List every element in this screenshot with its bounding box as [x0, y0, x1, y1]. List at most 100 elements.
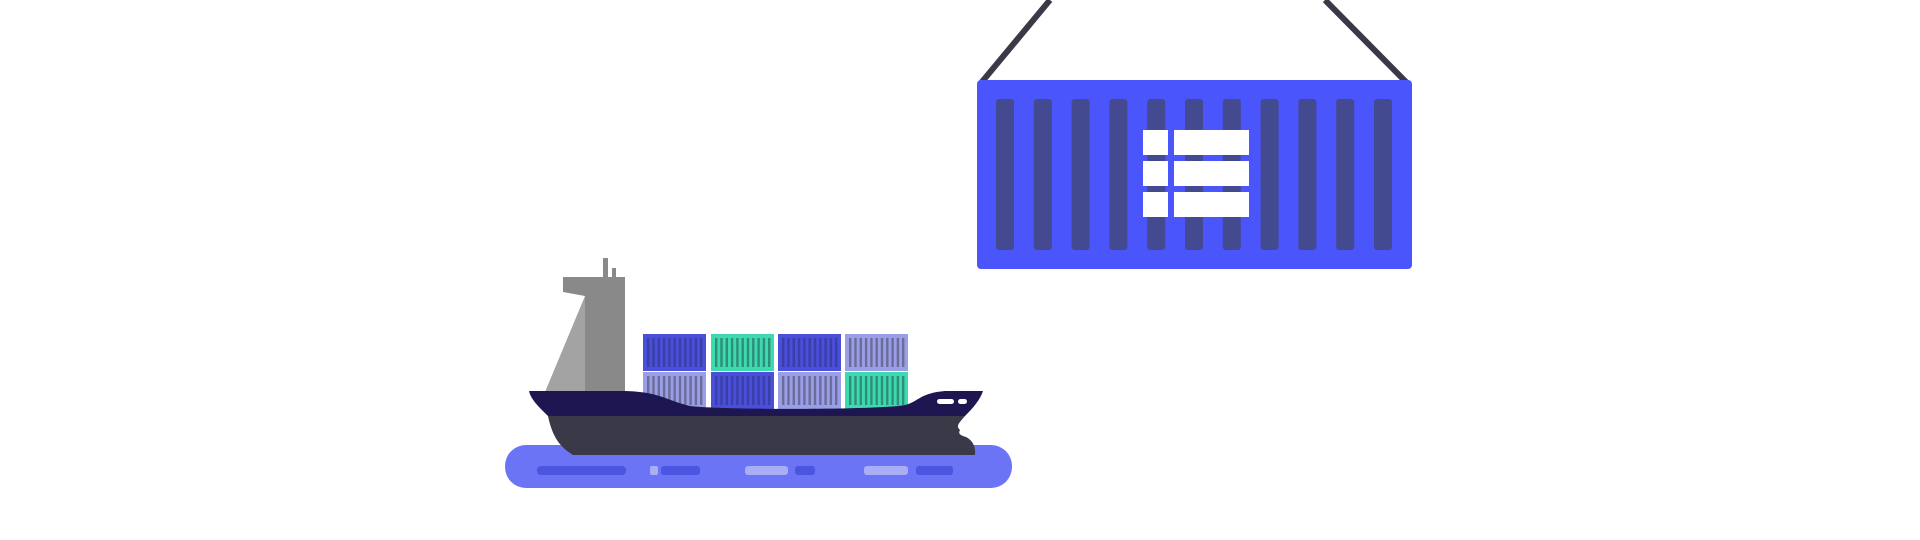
wave-bar	[661, 466, 700, 475]
bridge-wing	[563, 277, 585, 296]
container-slat	[668, 338, 671, 367]
bridge-tower-light	[545, 296, 585, 392]
container-slat	[652, 376, 655, 405]
container-slat	[813, 376, 817, 405]
container-slat	[725, 376, 728, 405]
wave-bar	[745, 466, 788, 475]
container-slat	[746, 338, 750, 367]
container-slat	[678, 376, 682, 405]
container-slat	[678, 338, 682, 367]
container-slat	[829, 338, 833, 367]
hull-deck	[529, 391, 983, 416]
container-slat	[792, 338, 795, 367]
container-slat	[694, 338, 698, 367]
container-slat	[757, 338, 760, 367]
container-slat	[787, 376, 790, 405]
container-slat	[730, 338, 734, 367]
container-slat	[736, 376, 739, 405]
container-slat	[787, 338, 790, 367]
container-slat	[741, 376, 744, 405]
wave-bar	[537, 466, 626, 475]
container-slat	[875, 376, 878, 405]
container-slat	[1109, 99, 1128, 250]
porthole	[958, 399, 967, 404]
container-slat	[768, 376, 771, 405]
container-slat	[736, 338, 739, 367]
container-slat	[725, 338, 728, 367]
container-slat	[752, 376, 755, 405]
container-slat	[720, 376, 723, 405]
container-slat	[819, 338, 822, 367]
list-icon	[1143, 130, 1249, 217]
container-slat	[684, 338, 687, 367]
container-slat	[875, 338, 878, 367]
container-slat	[1071, 99, 1090, 250]
container-slat	[1374, 99, 1392, 250]
container-slat	[730, 376, 734, 405]
container-slat	[902, 338, 905, 367]
container-slat	[886, 376, 889, 405]
container-slat	[803, 338, 806, 367]
container-slat	[886, 338, 889, 367]
hanging-container	[977, 0, 1412, 269]
container-slat	[902, 376, 905, 405]
container-slat	[797, 376, 801, 405]
container-slat	[854, 338, 857, 367]
container-slat	[768, 338, 771, 367]
ship	[529, 258, 983, 455]
container-slat	[662, 338, 666, 367]
container-slat	[746, 376, 750, 405]
container-slat	[762, 376, 766, 405]
container-slat	[854, 376, 857, 405]
container-slat	[859, 338, 862, 367]
container-slat	[859, 376, 862, 405]
antenna	[612, 268, 616, 278]
container-slat	[741, 338, 744, 367]
container-slat	[782, 376, 785, 405]
container-slat	[849, 376, 852, 405]
container-slat	[700, 338, 703, 367]
container-slat	[808, 338, 811, 367]
container-slat	[782, 338, 785, 367]
container-slat	[757, 376, 760, 405]
container-slat	[715, 338, 718, 367]
container-slat	[657, 338, 660, 367]
container-slat	[891, 338, 894, 367]
container-slat	[700, 376, 703, 405]
container-slat	[896, 338, 900, 367]
container-slat	[803, 376, 806, 405]
container-slat	[849, 338, 852, 367]
container-slat	[1336, 99, 1355, 250]
container-slat	[652, 338, 655, 367]
container-slat	[657, 376, 660, 405]
container-slat	[1298, 99, 1317, 250]
container-slat	[824, 376, 827, 405]
wave-bar	[795, 466, 815, 475]
hull-lower	[548, 416, 976, 455]
antenna	[603, 258, 608, 278]
container-slat	[720, 338, 723, 367]
container-slat	[647, 338, 650, 367]
container-slat	[808, 376, 811, 405]
container-slat	[880, 338, 884, 367]
container-slat	[673, 338, 676, 367]
container-slat	[1260, 99, 1279, 250]
container-slat	[797, 338, 801, 367]
container-slat	[673, 376, 676, 405]
crane-rope-left	[978, 0, 1053, 85]
container-slat	[762, 338, 766, 367]
container-slat	[835, 338, 838, 367]
container-slat	[662, 376, 666, 405]
container-slat	[896, 376, 900, 405]
wave-bar	[650, 466, 658, 475]
container-slat	[792, 376, 795, 405]
wave-bar	[916, 466, 953, 475]
crane-rope-right	[1322, 0, 1410, 86]
container-slat	[864, 338, 868, 367]
container-slat	[819, 376, 822, 405]
container-slat	[824, 338, 827, 367]
porthole	[937, 399, 954, 404]
container-slat	[689, 376, 692, 405]
container-slat	[813, 338, 817, 367]
